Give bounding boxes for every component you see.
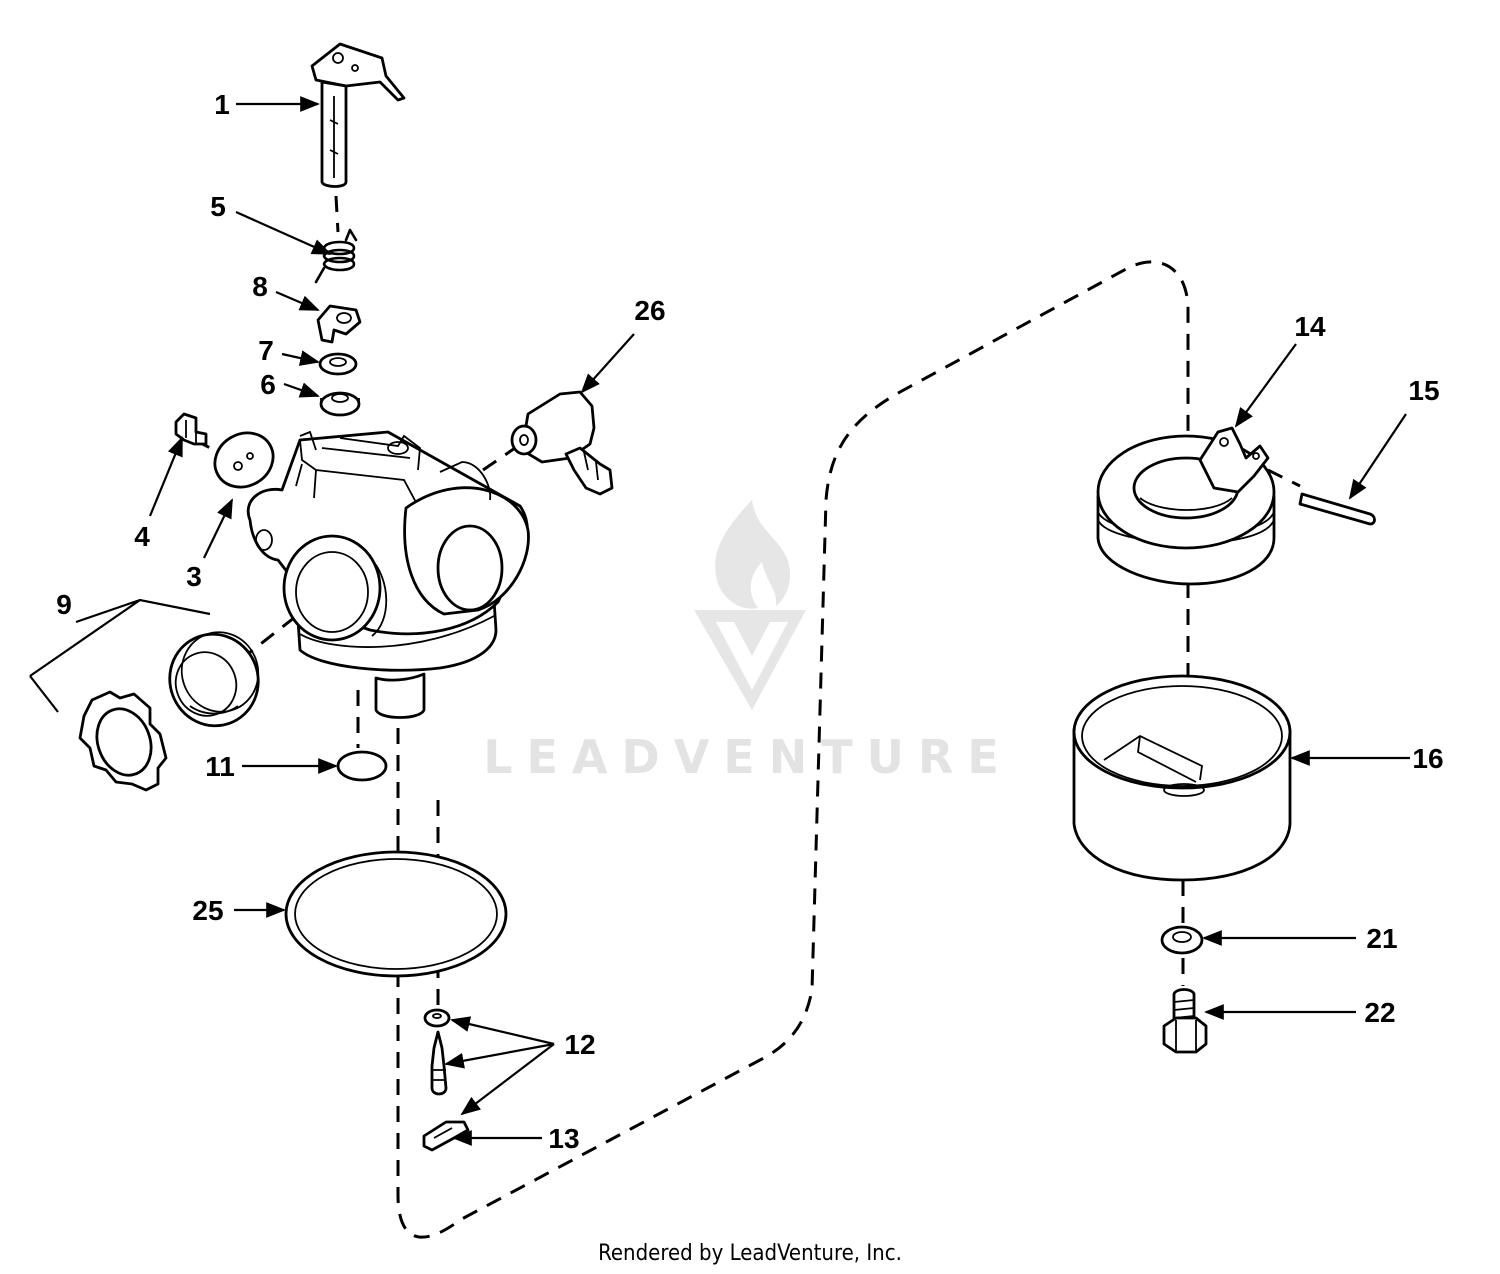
part-float-bowl	[1072, 674, 1292, 882]
part-primer-bulb	[168, 631, 260, 728]
callout-7: 7	[258, 335, 274, 366]
callout-21: 21	[1366, 923, 1397, 954]
callout-labels: 1 5 8 7 6 4 3 26 9 11 25 12 13 14 15 16 …	[56, 89, 1443, 1154]
callout-8: 8	[252, 271, 268, 302]
part-throttle-shaft	[310, 42, 406, 188]
watermark: LEADVENTURE	[483, 500, 1013, 784]
part-seal-6	[319, 391, 361, 417]
part-fuel-inlet-fitting	[510, 390, 614, 496]
callout-25: 25	[192, 895, 223, 926]
watermark-logo-icon	[694, 500, 806, 710]
callout-1: 1	[214, 89, 230, 120]
part-float	[1096, 426, 1276, 586]
part-welch-plug	[336, 750, 388, 782]
callout-22: 22	[1364, 997, 1395, 1028]
part-gasket-ring	[284, 850, 508, 978]
callout-5: 5	[210, 191, 226, 222]
part-retainer-ring	[78, 690, 168, 792]
leader-lines	[29, 96, 1410, 1146]
part-inlet-needle	[430, 1030, 448, 1096]
part-return-spring	[314, 228, 358, 284]
part-bowl-nut	[1162, 988, 1208, 1054]
part-lever	[316, 304, 362, 344]
part-throttle-plate	[213, 431, 275, 489]
part-bowl-washer	[1160, 925, 1204, 955]
callout-9: 9	[56, 589, 72, 620]
callout-14: 14	[1294, 311, 1326, 342]
callout-11: 11	[205, 751, 235, 782]
credit-text: Rendered by LeadVenture, Inc.	[598, 1241, 902, 1266]
callout-4: 4	[134, 521, 150, 552]
callout-13: 13	[548, 1123, 579, 1154]
callout-15: 15	[1408, 375, 1439, 406]
callout-6: 6	[260, 369, 276, 400]
part-inlet-seat	[423, 1008, 451, 1028]
part-carburetor-body	[246, 430, 530, 719]
part-hinge-pin	[1298, 492, 1376, 526]
part-needle-clip	[422, 1120, 470, 1152]
watermark-text: LEADVENTURE	[483, 730, 1013, 784]
callout-26: 26	[634, 295, 665, 326]
callout-16: 16	[1412, 743, 1443, 774]
part-washer-7	[318, 352, 358, 376]
callout-3: 3	[186, 561, 202, 592]
callout-12: 12	[564, 1029, 595, 1060]
